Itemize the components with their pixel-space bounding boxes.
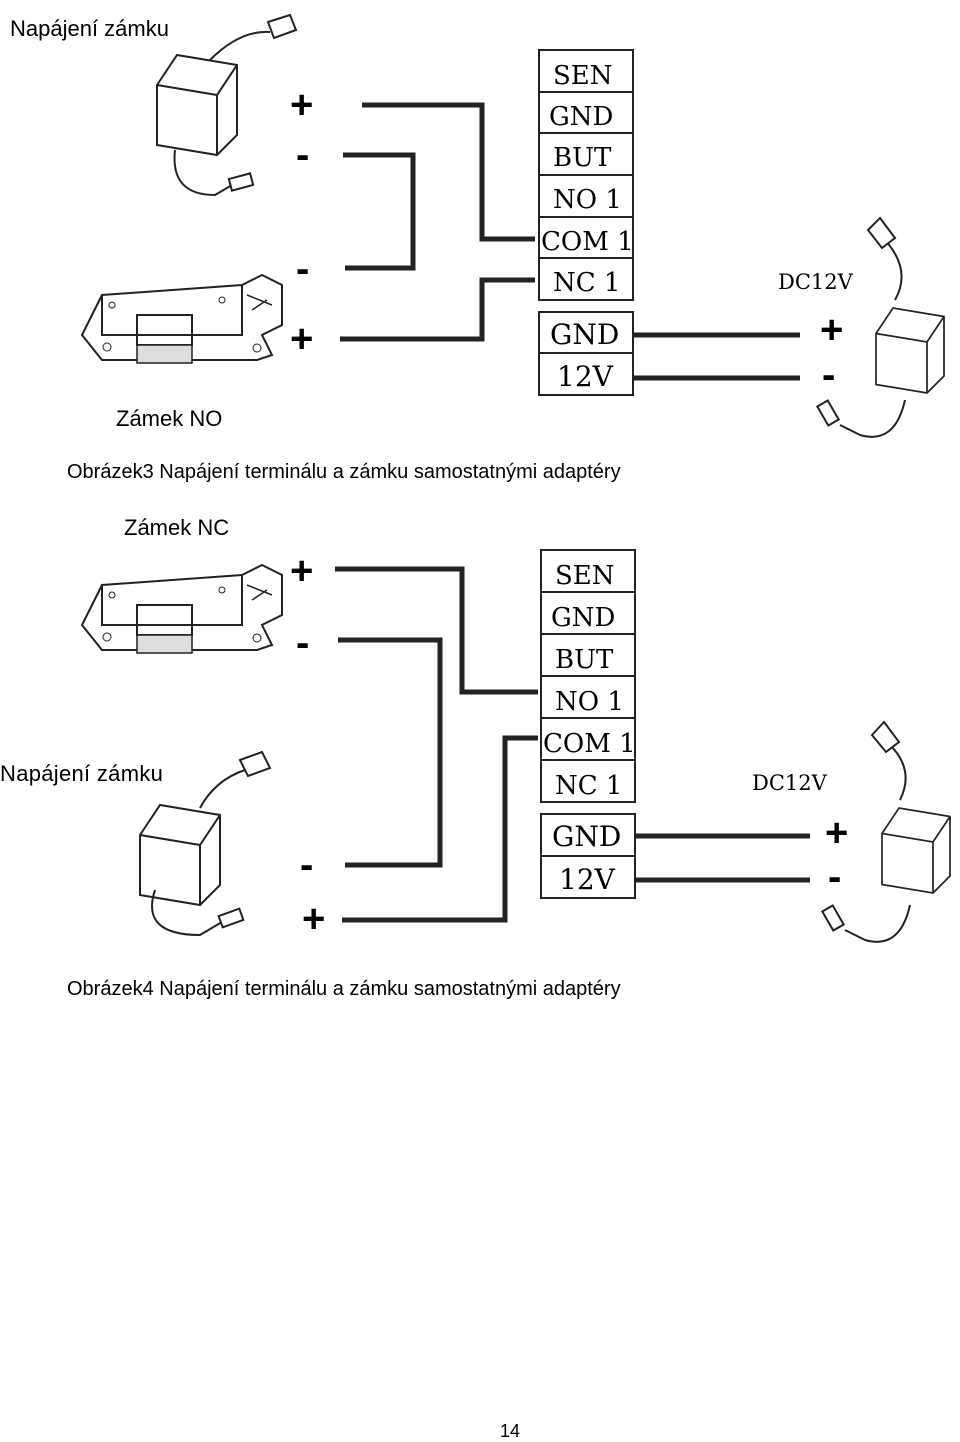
figure4-lock-label: Zámek NC	[124, 515, 230, 540]
figure3-wire-plus-com	[362, 102, 535, 242]
dc-plug-icon	[217, 907, 245, 929]
figure3-terminal-nc1: NC 1	[553, 268, 620, 298]
figure3-lock	[81, 274, 283, 364]
dc-plug-icon	[820, 904, 846, 932]
figure3-wire-minus-loop	[343, 152, 416, 271]
figure4-minus-adapter-left: -	[300, 843, 313, 887]
figure4-caption: Obrázek4 Napájení terminálu a zámku samo…	[67, 978, 621, 1000]
figure3-power-label: Napájení zámku	[10, 16, 169, 41]
figure3-wire-plus-nc	[340, 277, 535, 342]
figure4-wire-minus-loop	[338, 637, 443, 868]
figure4-minus-lock: -	[296, 621, 309, 665]
figure3-plus-lock: +	[290, 317, 313, 361]
figure3-minus-adapter: -	[822, 353, 835, 397]
figure3-terminal-gnd: GND	[549, 102, 613, 132]
figure4-plus-adapter: +	[825, 811, 848, 855]
figure3-power-block: GND 12V	[538, 311, 634, 396]
figure4-adapter-cable-bottom	[151, 889, 223, 937]
figure3-terminal-block: SEN GND BUT NO 1 COM 1 NC 1	[538, 49, 634, 301]
figure3-adapter-cable-top	[209, 30, 271, 61]
figure4-adapter2-cable-bottom	[844, 904, 911, 943]
figure3-plus-top: +	[290, 83, 313, 127]
figure4-wire-plus-no	[335, 566, 538, 695]
figure4-diagram: + - - + SEN GND BUT NO 1 COM 1 NC 1 GND …	[81, 549, 951, 943]
figure3-terminal-no1: NO 1	[553, 185, 622, 215]
figure4-terminal-but: BUT	[555, 645, 614, 675]
dc-plug-icon	[227, 172, 255, 192]
figure4-adapter-label: DC12V	[752, 771, 828, 795]
figure4-wire-plus-com	[342, 735, 538, 923]
figure3-lock-label: Zámek NO	[116, 406, 223, 431]
figure3-plus-adapter: +	[820, 308, 843, 352]
figure4-plus-adapter-left: +	[302, 897, 325, 941]
figure3-caption: Obrázek3 Napájení terminálu a zámku samo…	[67, 461, 621, 483]
plug-icon	[266, 13, 298, 40]
figure4-lock-adapter	[139, 804, 221, 906]
figure3-adapter-cable-bottom	[173, 149, 233, 197]
page-number: 14	[500, 1421, 521, 1441]
figure3-terminal-12v: 12V	[557, 360, 614, 393]
plug-icon	[866, 216, 897, 250]
dc-plug-icon	[815, 399, 841, 427]
figure3-adapter-label: DC12V	[778, 270, 854, 294]
figure4-power-label: Napájení zámku	[0, 761, 164, 786]
figure3-minus-lock: -	[296, 247, 309, 291]
figure3-lock-adapter	[156, 54, 238, 156]
figure4-lock	[81, 564, 283, 654]
figure4-terminal-sen: SEN	[555, 561, 615, 591]
figure4-power-block: GND 12V	[540, 813, 636, 899]
figure4-plus-lock: +	[290, 549, 313, 593]
figure3-terminal-sen: SEN	[553, 61, 613, 91]
figure4-terminal-block: SEN GND BUT NO 1 COM 1 NC 1	[540, 549, 636, 803]
figure3-adapter2-cable-top	[884, 239, 903, 301]
plug-icon	[238, 750, 272, 778]
figure3-minus-top: -	[296, 133, 309, 177]
plug-icon	[870, 720, 901, 754]
figure4-terminal-com1: COM 1	[543, 729, 636, 759]
figure4-adapter-cable-top	[199, 769, 246, 809]
figure3-terminal-but: BUT	[553, 143, 612, 173]
figure3-adapter2-cable-bottom	[839, 399, 906, 438]
figure4-terminal-12v: 12V	[559, 863, 616, 896]
figure4-terminal-nc1: NC 1	[555, 771, 622, 801]
figure3-terminal-power-gnd: GND	[550, 318, 619, 351]
figure4-adapter2-cable-top	[889, 744, 907, 801]
figure4-terminal-power-gnd: GND	[552, 820, 621, 853]
figure3-diagram: + - - + SEN GND BUT NO 1 COM 1 NC 1 GND …	[81, 13, 945, 438]
figure3-terminal-com1: COM 1	[541, 227, 634, 257]
figure4-terminal-adapter	[881, 807, 951, 894]
figure3-terminal-adapter	[875, 307, 945, 394]
figure4-terminal-no1: NO 1	[555, 687, 624, 717]
figure4-minus-adapter: -	[828, 855, 841, 899]
figure4-terminal-gnd: GND	[551, 603, 615, 633]
